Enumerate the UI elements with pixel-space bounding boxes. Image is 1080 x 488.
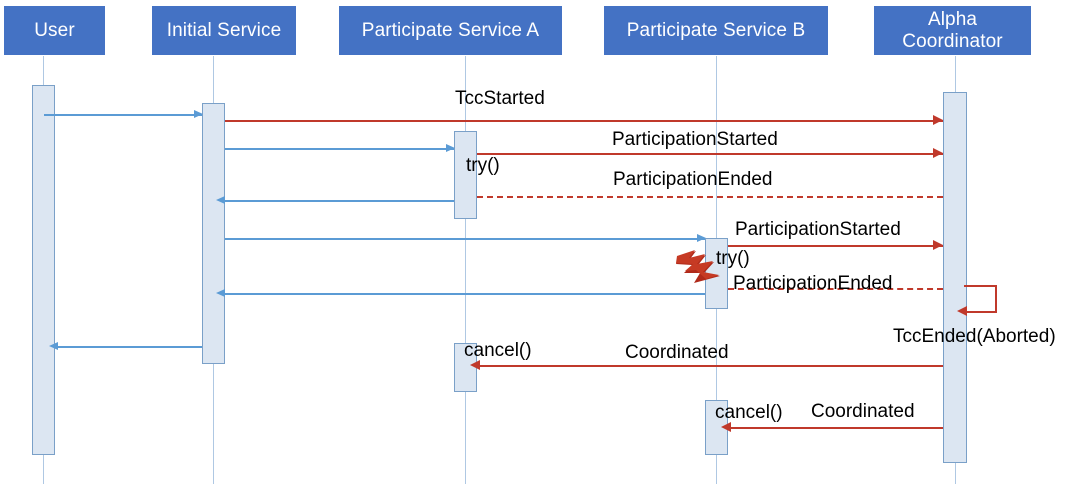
operation-label-try-service-a: try() bbox=[466, 155, 500, 176]
arrowhead-participation-started-a bbox=[933, 148, 943, 158]
message-line-participation-started-b bbox=[728, 245, 943, 247]
message-label-participation-started-a: ParticipationStarted bbox=[612, 129, 778, 150]
participant-label-participate-service-a: Participate Service A bbox=[361, 19, 540, 41]
message-line-initial-to-user-return bbox=[55, 346, 202, 348]
arrowhead-coordinated-a bbox=[470, 360, 480, 370]
message-label-coordinated-b: Coordinated bbox=[811, 401, 915, 422]
participant-box-user[interactable]: User bbox=[4, 6, 105, 55]
message-label-coordinated-a: Coordinated bbox=[625, 342, 729, 363]
message-line-participation-started-a bbox=[477, 153, 943, 155]
arrowhead-initial-to-service-b bbox=[697, 234, 706, 242]
arrowhead-tcc-started bbox=[933, 115, 943, 125]
arrowhead-initial-to-service-a bbox=[446, 144, 455, 152]
message-label-participation-started-b: ParticipationStarted bbox=[735, 219, 901, 240]
participant-box-initial-service[interactable]: Initial Service bbox=[152, 6, 296, 55]
message-line-participation-ended-a bbox=[477, 196, 943, 198]
message-line-user-to-initial bbox=[44, 114, 202, 116]
operation-label-cancel-service-b: cancel() bbox=[715, 402, 783, 423]
message-label-tcc-started: TccStarted bbox=[455, 88, 545, 109]
participant-label-user: User bbox=[34, 19, 75, 41]
lightning-bolt-icon bbox=[676, 243, 726, 296]
operation-label-cancel-service-a: cancel() bbox=[464, 340, 532, 361]
arrowhead-coordinated-b bbox=[721, 422, 731, 432]
arrowhead-user-to-initial bbox=[194, 110, 203, 118]
participant-label-participate-service-b: Participate Service B bbox=[626, 19, 806, 41]
message-line-service-a-return bbox=[225, 200, 454, 202]
arrowhead-service-b-return bbox=[216, 289, 225, 297]
message-line-participation-ended-b bbox=[728, 288, 943, 290]
activation-user bbox=[32, 85, 55, 455]
arrowhead-participation-started-b bbox=[933, 240, 943, 250]
message-label-participation-ended-a: ParticipationEnded bbox=[613, 169, 773, 190]
message-line-tcc-started bbox=[225, 120, 943, 122]
arrowhead-service-a-return bbox=[216, 196, 225, 204]
activation-participate-service-a-try bbox=[454, 131, 477, 219]
message-line-initial-to-service-a bbox=[225, 148, 454, 150]
participant-box-participate-service-a[interactable]: Participate Service A bbox=[339, 6, 562, 55]
self-message-loop-tcc-ended-aborted bbox=[964, 285, 997, 313]
activation-initial-service bbox=[202, 103, 225, 364]
activation-alpha-coordinator bbox=[943, 92, 967, 463]
message-line-service-b-return bbox=[225, 293, 705, 295]
participant-box-alpha-coordinator[interactable]: Alpha Coordinator bbox=[874, 6, 1031, 55]
participant-label-initial-service: Initial Service bbox=[166, 19, 282, 41]
arrowhead-initial-to-user-return bbox=[49, 342, 58, 350]
participant-box-participate-service-b[interactable]: Participate Service B bbox=[604, 6, 828, 55]
lifeline-participate-service-a bbox=[465, 56, 466, 484]
arrowhead-tcc-ended-aborted bbox=[957, 306, 967, 316]
message-line-coordinated-b bbox=[728, 427, 943, 429]
operation-label-try-service-b: try() bbox=[716, 248, 750, 269]
participant-label-alpha-coordinator: Alpha Coordinator bbox=[902, 9, 1003, 52]
message-label-participation-ended-b: ParticipationEnded bbox=[733, 273, 893, 294]
message-line-initial-to-service-b bbox=[225, 238, 705, 240]
message-label-tcc-ended-aborted: TccEnded(Aborted) bbox=[893, 326, 1056, 347]
message-line-coordinated-a bbox=[477, 365, 943, 367]
